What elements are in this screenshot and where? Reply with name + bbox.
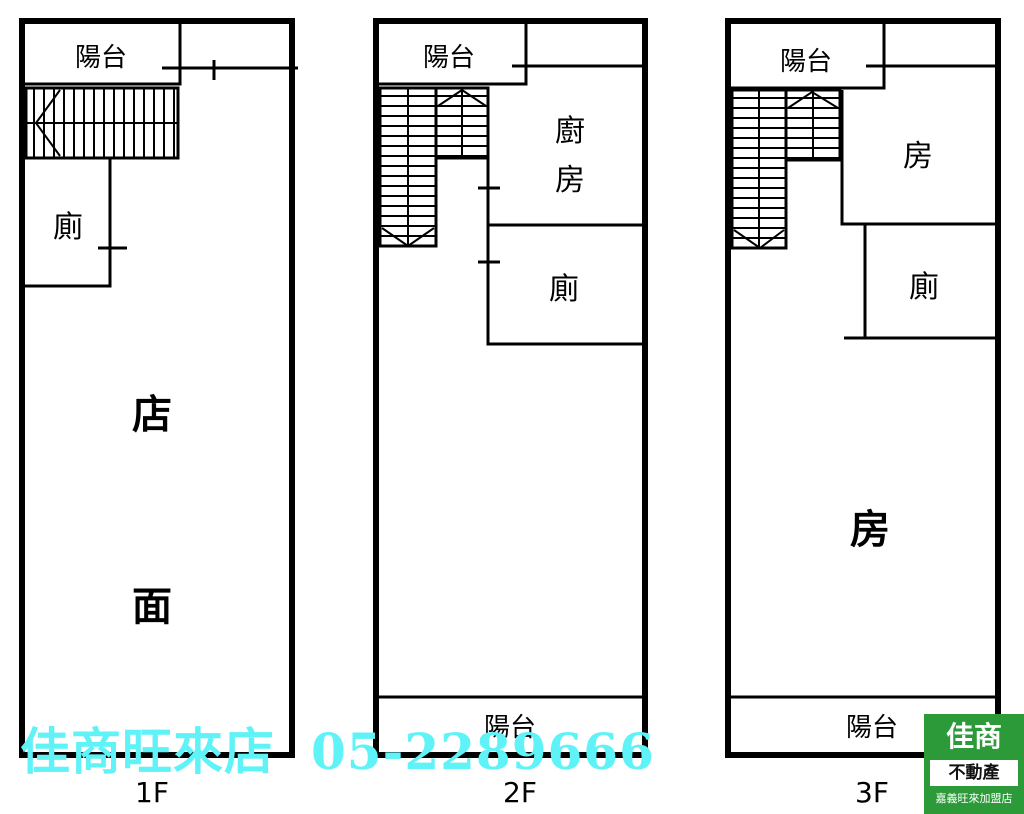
floor-1f-balcony-wall <box>25 24 182 86</box>
floor-3f-room-wall <box>840 90 995 226</box>
floor-1f-balcony-label: 陽台 <box>75 43 127 73</box>
floor-1f-toilet-wall <box>25 158 112 288</box>
watermark-text: 佳商旺來店 05-2289666 <box>20 712 655 784</box>
floor-1f-shop-label-1: 店 <box>132 392 172 438</box>
floor-3f: 陽台 房 廁 房 陽台 3F <box>725 18 1001 809</box>
watermark-name: 佳商旺來店 <box>20 722 275 781</box>
watermark-phone: 05-2289666 <box>311 722 655 781</box>
floor-3f-toilet-label: 廁 <box>909 270 939 305</box>
floor-2f-kitchen-label-1: 廚 <box>555 114 585 149</box>
floor-2f: 陽台 廚 房 廁 陽台 2F <box>373 18 648 809</box>
floor-3f-label: 3F <box>855 776 889 809</box>
brand-logo: 佳商 不動產 嘉義旺來加盟店 <box>924 714 1024 814</box>
floor-2f-outer-wall <box>373 18 648 758</box>
floor-1f-stairs <box>24 86 180 160</box>
floor-1f-toilet-label: 廁 <box>53 210 83 245</box>
brand-name: 佳商 <box>945 720 1002 753</box>
floor-3f-balcony-wall <box>731 24 886 90</box>
floor-1f-outer-wall <box>19 18 295 758</box>
floor-2f-balcony-wall <box>379 24 528 86</box>
brand-subtitle: 不動產 <box>930 760 1018 786</box>
floor-3f-room-small-label: 房 <box>903 139 933 174</box>
floor-3f-outer-wall <box>725 18 1001 758</box>
floor-3f-stairs <box>730 88 842 250</box>
floor-3f-room-large-label: 房 <box>850 507 890 553</box>
floor-2f-kitchen-label-2: 房 <box>555 163 585 198</box>
floor-3f-balcony-bottom-label: 陽台 <box>846 713 898 743</box>
floor-2f-stairs <box>378 86 490 248</box>
floor-2f-label: 2F <box>503 776 537 809</box>
floor-1f-shop-label-2: 面 <box>132 584 172 630</box>
floor-2f-balcony-top-label: 陽台 <box>423 43 475 73</box>
floor-1f: 廁 陽台 店 面 1F <box>19 18 298 809</box>
floor-2f-balcony-bottom-label: 陽台 <box>484 713 536 743</box>
floor-2f-kitchen-wall <box>486 88 642 346</box>
floor-1f-label: 1F <box>135 776 169 809</box>
brand-store: 嘉義旺來加盟店 <box>935 792 1013 805</box>
floor-2f-toilet-label: 廁 <box>549 272 579 307</box>
floor-3f-balcony-top-label: 陽台 <box>780 47 832 77</box>
